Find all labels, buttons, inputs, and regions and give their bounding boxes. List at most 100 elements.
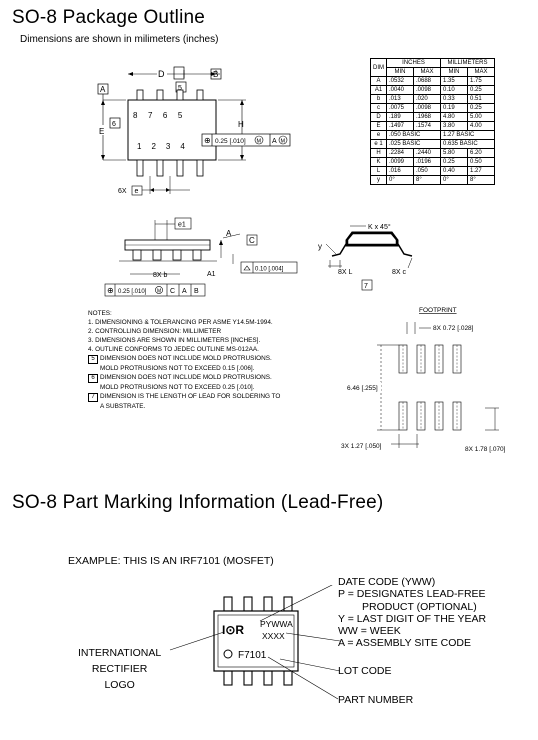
notes-heading: NOTES:	[88, 310, 112, 317]
side-lead	[192, 249, 202, 261]
note-7-line2: A SUBSTRATE.	[100, 403, 146, 410]
legend-y: Y = LAST DIGIT OF THE YEAR	[338, 612, 487, 625]
label-h: H	[238, 120, 244, 129]
dim-cell: .0075	[386, 103, 414, 113]
marking-bottom-lead	[283, 670, 293, 686]
bottom-pin	[176, 159, 184, 177]
note-5-line1: DIMENSION DOES NOT INCLUDE MOLD PROTRUSI…	[100, 355, 272, 362]
dim-cell: .1574	[413, 121, 441, 131]
flag-5: 5	[178, 85, 182, 92]
marking-top-lead	[263, 596, 273, 612]
side-tol-value: 0.25 [.010]	[118, 289, 147, 295]
note-2: 2. CONTROLLING DIMENSION: MILLIMETER	[88, 328, 222, 335]
legend-p: P = DESIGNATES LEAD-FREE	[338, 588, 486, 601]
dim-cell: 0.635 BASIC	[440, 139, 495, 149]
label-l: 8X L	[338, 269, 353, 276]
tol-ref: A	[272, 138, 277, 145]
label-e1: e1	[178, 222, 186, 229]
tol-mod2: M	[281, 139, 286, 145]
dim-cell: 1.27	[467, 166, 495, 176]
logo-label: INTERNATIONAL RECTIFIER LOGO	[78, 645, 161, 693]
logo-label-line1: INTERNATIONAL	[78, 647, 162, 659]
pin-5: 5	[177, 111, 193, 120]
label-side-a: A	[226, 229, 232, 238]
marking-bottom-lead	[263, 670, 273, 686]
part-label: F7101	[238, 650, 267, 661]
part-number-label: PART NUMBER	[338, 694, 414, 706]
top-view-drawing: D B 5 A E 6 H ⊕ 0.25 [.010] M A M 6X e	[97, 66, 291, 196]
marking-top-lead	[283, 596, 293, 612]
dim-cell: 0.33	[440, 94, 468, 104]
top-pin	[196, 89, 204, 101]
side-lead	[152, 249, 162, 261]
end-view-drawing: K x 45° y 8X L 8X c 7	[318, 223, 413, 291]
dim-cell: .016	[386, 166, 414, 176]
dim-cell: .2440	[413, 148, 441, 158]
dim-cell: 0.25	[467, 103, 495, 113]
dim-cell: 6.20	[467, 148, 495, 158]
dim-cell: 3.80	[440, 121, 468, 131]
footprint-drawing: FOOTPRINT 8X 0.72 [.028] 6.46 [.255] 3X …	[341, 307, 506, 453]
pin-4: 4	[180, 142, 195, 151]
dim-header: DIM	[370, 58, 387, 77]
dim-cell: 1.75	[467, 76, 495, 86]
dimension-table: DIM INCHES MILLIMETERS MIN MAX MIN MAX A…	[370, 58, 495, 185]
footprint-pad-width: 8X 0.72 [.028]	[433, 325, 474, 332]
code-line1: PYWWA	[260, 619, 293, 629]
pin-1: 1	[137, 142, 152, 151]
footprint-title: FOOTPRINT	[419, 307, 457, 314]
dim-cell: b	[370, 94, 387, 104]
marking-legend: DATE CODE (YWW) P = DESIGNATES LEAD-FREE…	[338, 576, 486, 650]
side-view-drawing: e1 A C A1 0.10 [.004] 8X b ⊕ 0.25 [.010]…	[104, 217, 298, 297]
dim-cell: .050 BASIC	[386, 130, 441, 140]
bottom-pin	[156, 159, 164, 177]
note7-flag: 7	[364, 283, 368, 290]
tol-mod: M	[257, 139, 262, 145]
dim-cell: D	[370, 112, 387, 122]
dim-cell: 0.19	[440, 103, 468, 113]
notes-block: NOTES: 1. DIMENSIONING & TOLERANCING PER…	[88, 309, 338, 411]
marking-example: EXAMPLE: THIS IS AN IRF7101 (MOSFET)	[68, 555, 274, 567]
marking-bottom-lead	[223, 670, 233, 686]
dim-cell: A1	[370, 85, 387, 95]
sub-min-in: MIN	[386, 67, 414, 77]
side-tol-mod: M	[157, 289, 161, 295]
top-pin	[136, 89, 144, 101]
label-e: E	[99, 127, 104, 136]
pin-6: 6	[162, 111, 178, 120]
dim-cell: 4.00	[467, 121, 495, 131]
dim-cell: .013	[386, 94, 414, 104]
dim-cell: 4.80	[440, 112, 468, 122]
dim-cell: 0.51	[467, 94, 495, 104]
lot-code-label: LOT CODE	[338, 665, 392, 677]
dim-cell: A	[370, 76, 387, 86]
dim-cell: c	[370, 103, 387, 113]
dim-cell: 0.25	[440, 157, 468, 167]
legend-ww: WW = WEEK	[338, 625, 401, 638]
label-a: A	[100, 85, 106, 94]
inches-header: INCHES	[386, 58, 441, 68]
dim-cell: L	[370, 166, 387, 176]
dim-cell: 0.50	[467, 157, 495, 167]
label-a1: A1	[207, 271, 216, 278]
legend-date-code: DATE CODE (YWW)	[338, 576, 436, 588]
package-outline-subtitle: Dimensions are shown in milimeters (inch…	[20, 34, 219, 45]
note-6-line1: DIMENSION DOES NOT INCLUDE MOLD PROTRUSI…	[100, 374, 272, 381]
dim-cell: 5.00	[467, 112, 495, 122]
dim-cell: .0040	[386, 85, 414, 95]
side-ref-b: B	[194, 288, 199, 295]
note-7-flag: 7	[88, 393, 98, 402]
pin-2: 2	[151, 142, 166, 151]
dim-cell: 5.80	[440, 148, 468, 158]
note-5-flag: 5	[88, 355, 98, 364]
logo-label-line2: RECTIFIER	[91, 663, 148, 675]
pin-7: 7	[147, 111, 163, 120]
dim-cell: 0°	[386, 175, 414, 185]
code-line2: XXXX	[262, 631, 285, 641]
label-c: C	[249, 236, 255, 245]
